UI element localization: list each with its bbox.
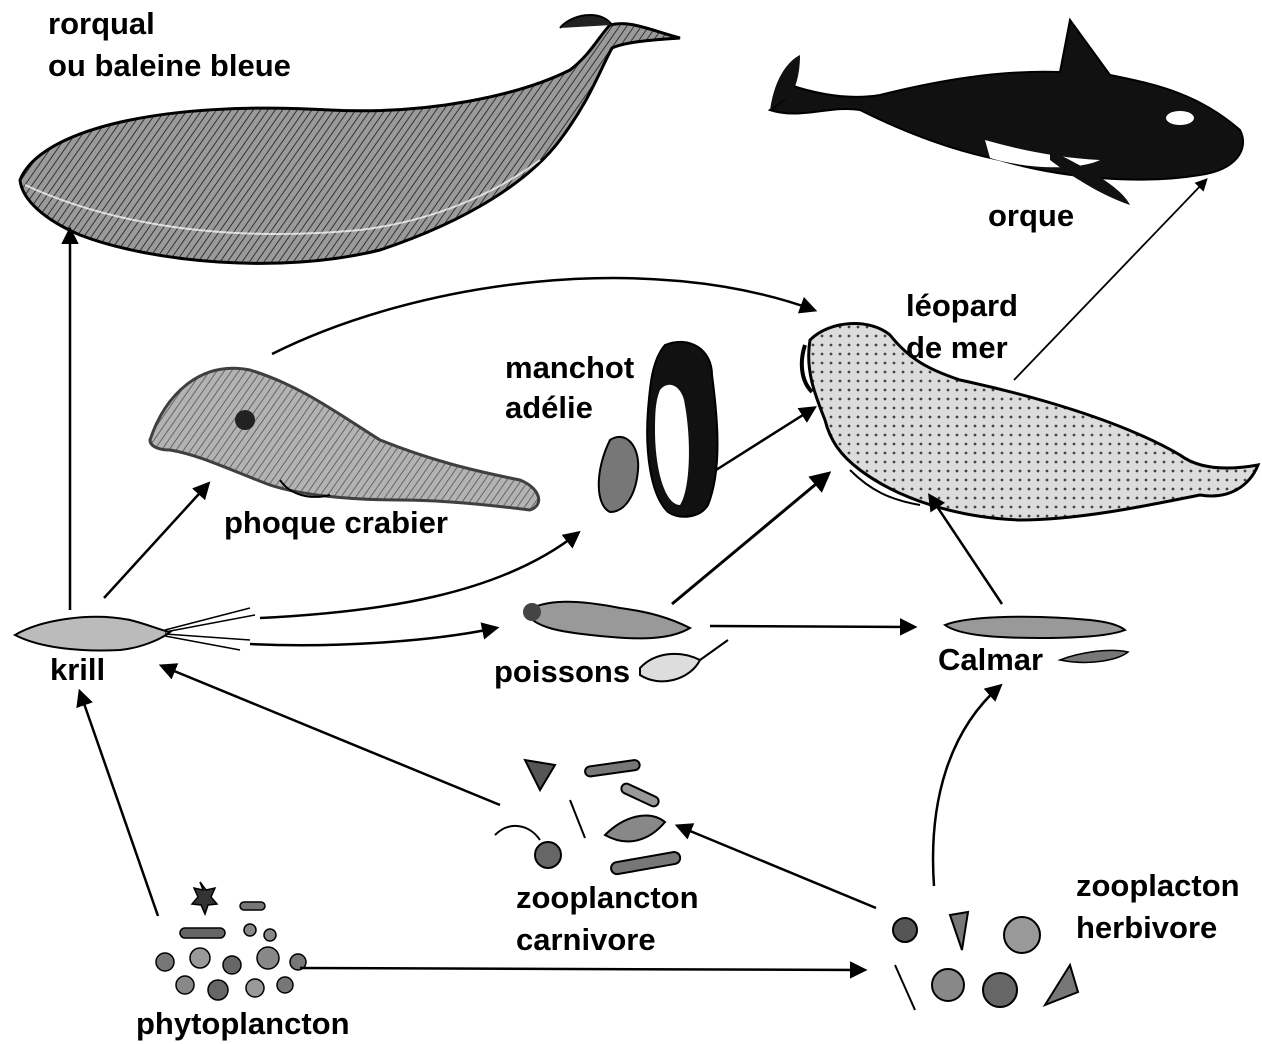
label-calmar: Calmar xyxy=(938,642,1043,677)
label-zoo-carn-line2: carnivore xyxy=(516,922,656,957)
label-phyto: phytoplancton xyxy=(136,1006,350,1041)
label-manchot-line1: manchot xyxy=(505,350,634,385)
leopard-seal-illustration xyxy=(802,324,1258,520)
arrow-zoocarn-to-krill xyxy=(162,666,500,805)
arrow-phoque-to-leopard xyxy=(272,278,814,354)
label-leopard-line1: léopard xyxy=(906,288,1018,323)
carnivorous-zooplankton-illustration xyxy=(495,759,681,875)
arrow-poissons-to-calmar xyxy=(710,626,914,627)
label-rorqual-line2: ou baleine bleue xyxy=(48,48,291,83)
label-krill: krill xyxy=(50,652,105,687)
label-poissons: poissons xyxy=(494,654,630,689)
arrow-krill-to-phoque xyxy=(104,484,208,598)
label-orque: orque xyxy=(988,198,1074,233)
herbivorous-zooplankton-illustration xyxy=(893,912,1078,1010)
phytoplankton-illustration xyxy=(156,882,306,1000)
arrow-krill-to-poissons xyxy=(250,628,496,645)
label-zoo-herb-line1: zooplacton xyxy=(1076,868,1240,903)
arrow-zooherb-to-calmar xyxy=(933,686,1000,886)
label-phoque: phoque crabier xyxy=(224,505,448,540)
arrow-manchot-to-leopard xyxy=(716,408,814,470)
crabeater-seal-illustration xyxy=(150,368,539,510)
food-web-arrows xyxy=(70,180,1206,970)
label-zoo-herb-line2: herbivore xyxy=(1076,910,1217,945)
arrow-phyto-to-zooherb xyxy=(300,968,864,970)
label-rorqual-line1: rorqual xyxy=(48,6,155,41)
arrow-zooherb-to-zoocarn xyxy=(678,826,876,908)
label-zoo-carn-line1: zooplancton xyxy=(516,880,699,915)
arrow-phyto-to-krill xyxy=(80,692,158,916)
label-manchot-line2: adélie xyxy=(505,390,593,425)
orca-illustration xyxy=(770,20,1243,205)
krill-illustration xyxy=(15,608,255,650)
label-leopard-line2: de mer xyxy=(906,330,1008,365)
